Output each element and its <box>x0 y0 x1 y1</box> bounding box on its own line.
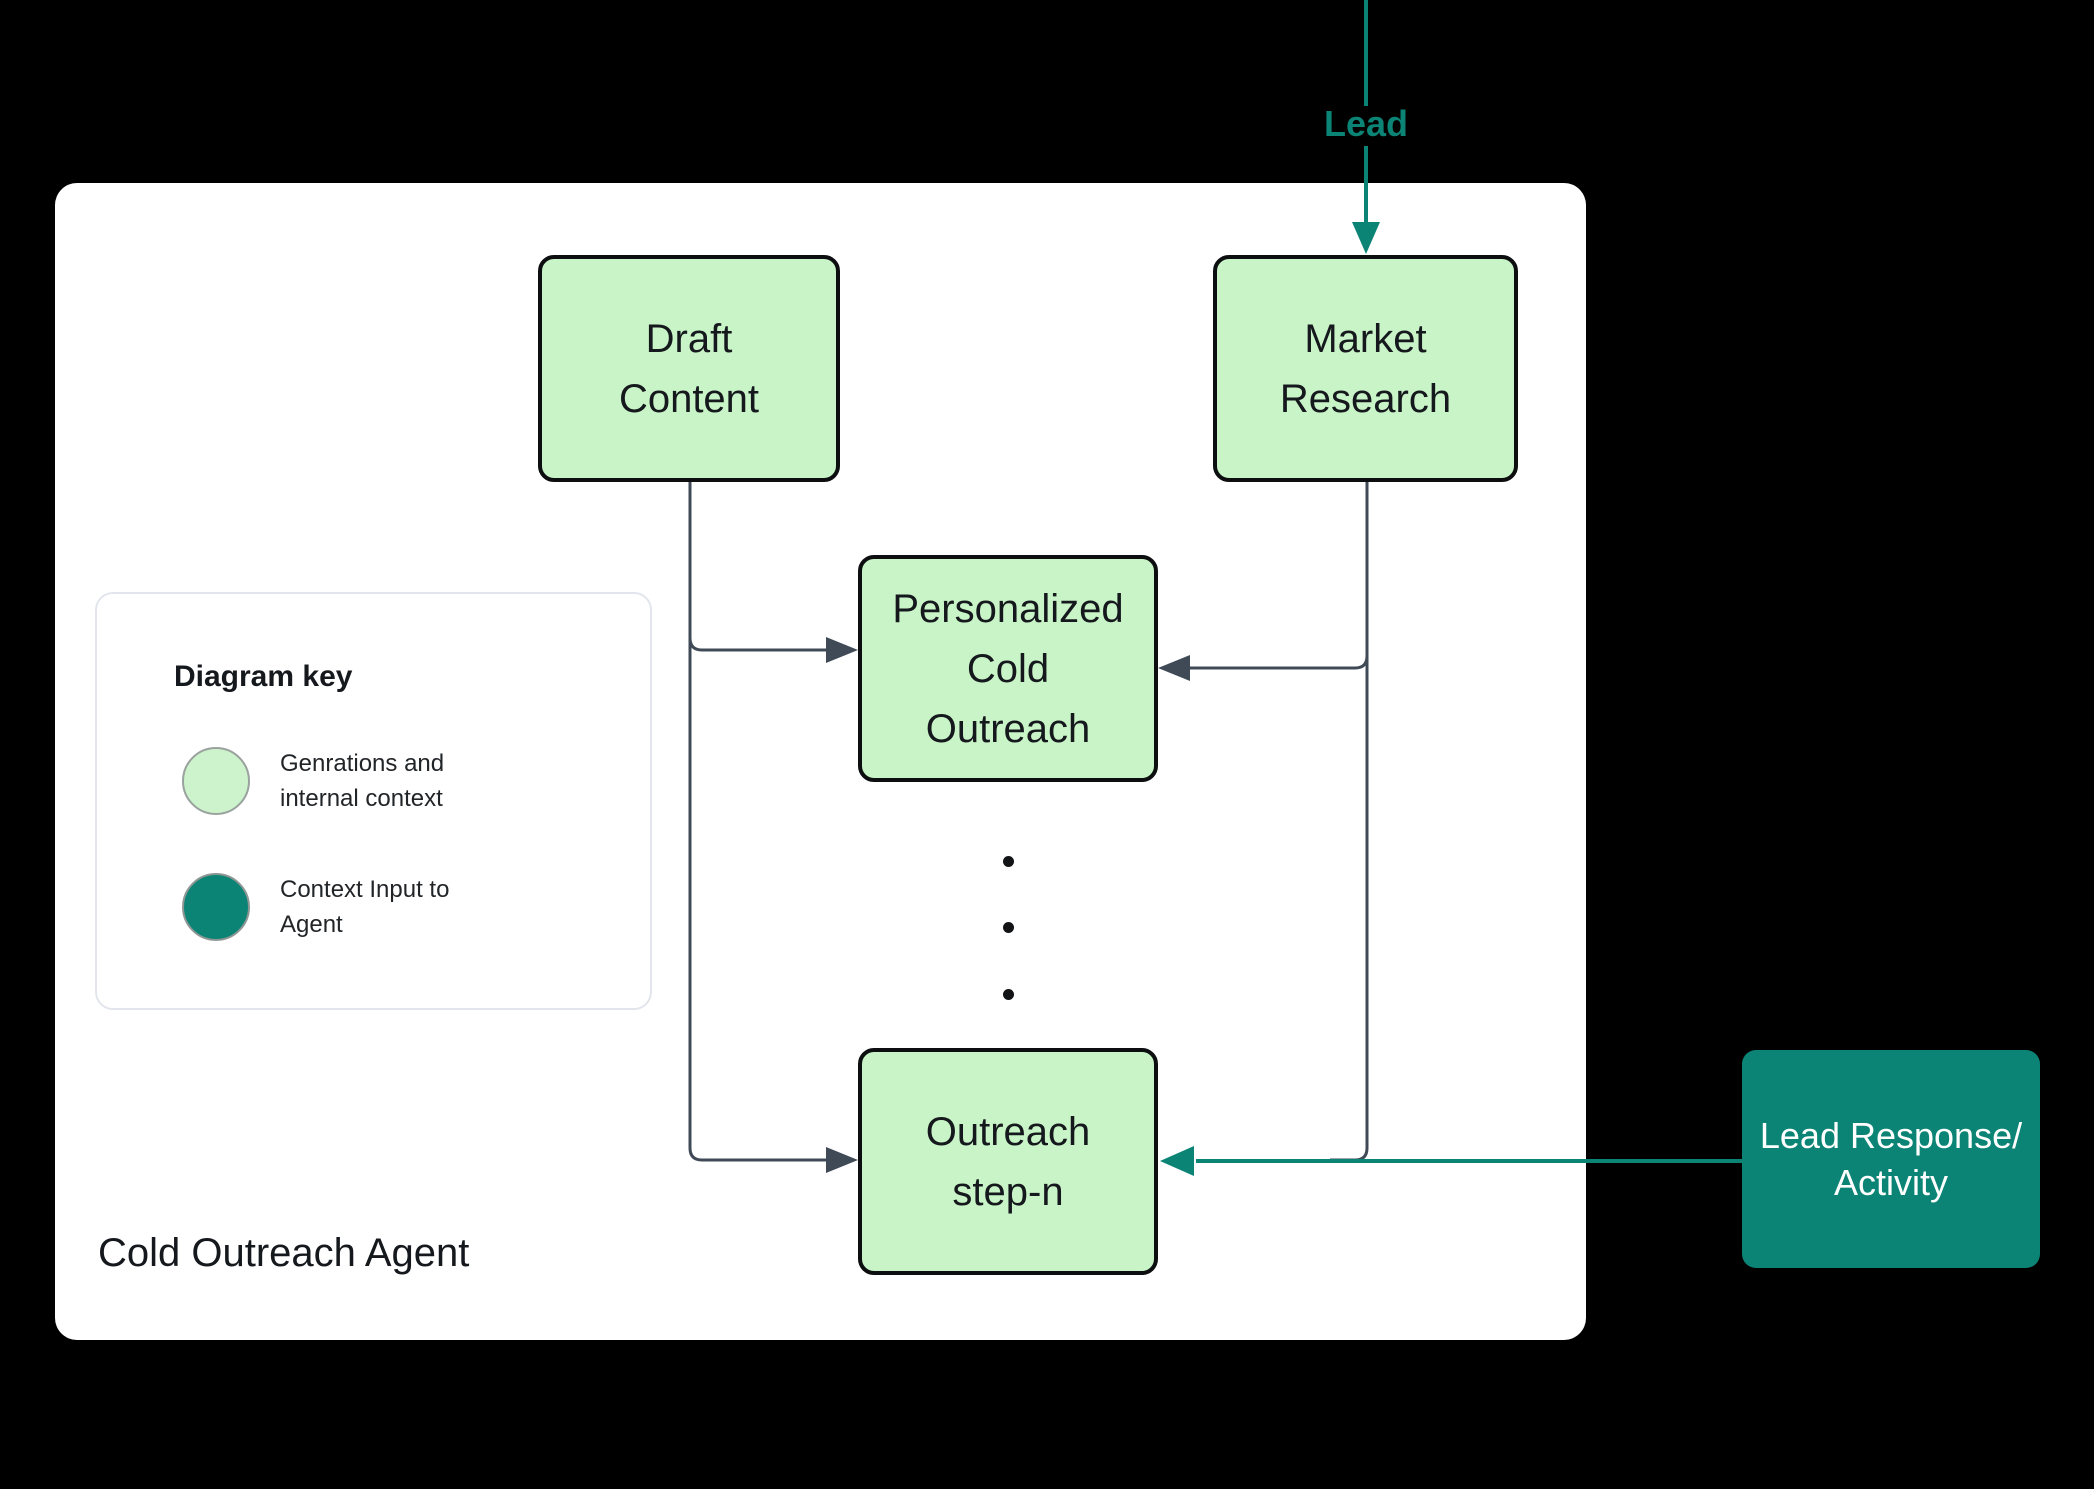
node-personalized-cold-outreach: Personalized Cold Outreach <box>858 555 1158 782</box>
node-market-research-label: Market Research <box>1279 316 1452 421</box>
node-lead-response-activity: Lead Response/ Activity <box>1742 1050 2040 1268</box>
node-lead-response-activity-label: Lead Response/ Activity <box>1759 1115 2023 1203</box>
ellipsis-dot <box>1003 989 1014 1000</box>
diagram-key-panel: Diagram key Genrations and internal cont… <box>95 592 652 1010</box>
node-draft-content: Draft Content <box>538 255 840 482</box>
node-outreach-step-n-label: Outreach step-n <box>925 1109 1091 1214</box>
node-market-research: Market Research <box>1213 255 1518 482</box>
node-outreach-step-n: Outreach step-n <box>858 1048 1158 1275</box>
edge-label-lead: Lead <box>1323 103 1409 144</box>
ellipsis-dot <box>1003 856 1014 867</box>
diagram-key-item-generations: Genrations and internal context <box>182 746 444 816</box>
diagram-key-item-context-input: Context Input to Agent <box>182 872 449 942</box>
node-personalized-cold-outreach-label: Personalized Cold Outreach <box>892 586 1124 751</box>
agent-container: Draft Content Market Research Personaliz… <box>55 183 1586 1340</box>
context-input-swatch-label: Context Input to Agent <box>280 876 450 938</box>
agent-container-label: Cold Outreach Agent <box>98 1231 470 1275</box>
diagram-key-title: Diagram key <box>174 660 353 693</box>
generations-swatch-circle <box>182 747 250 815</box>
context-input-swatch-circle <box>182 873 250 941</box>
ellipsis-dot <box>1003 922 1014 933</box>
generations-swatch-label: Genrations and internal context <box>280 750 445 812</box>
node-draft-content-label: Draft Content <box>618 316 760 421</box>
